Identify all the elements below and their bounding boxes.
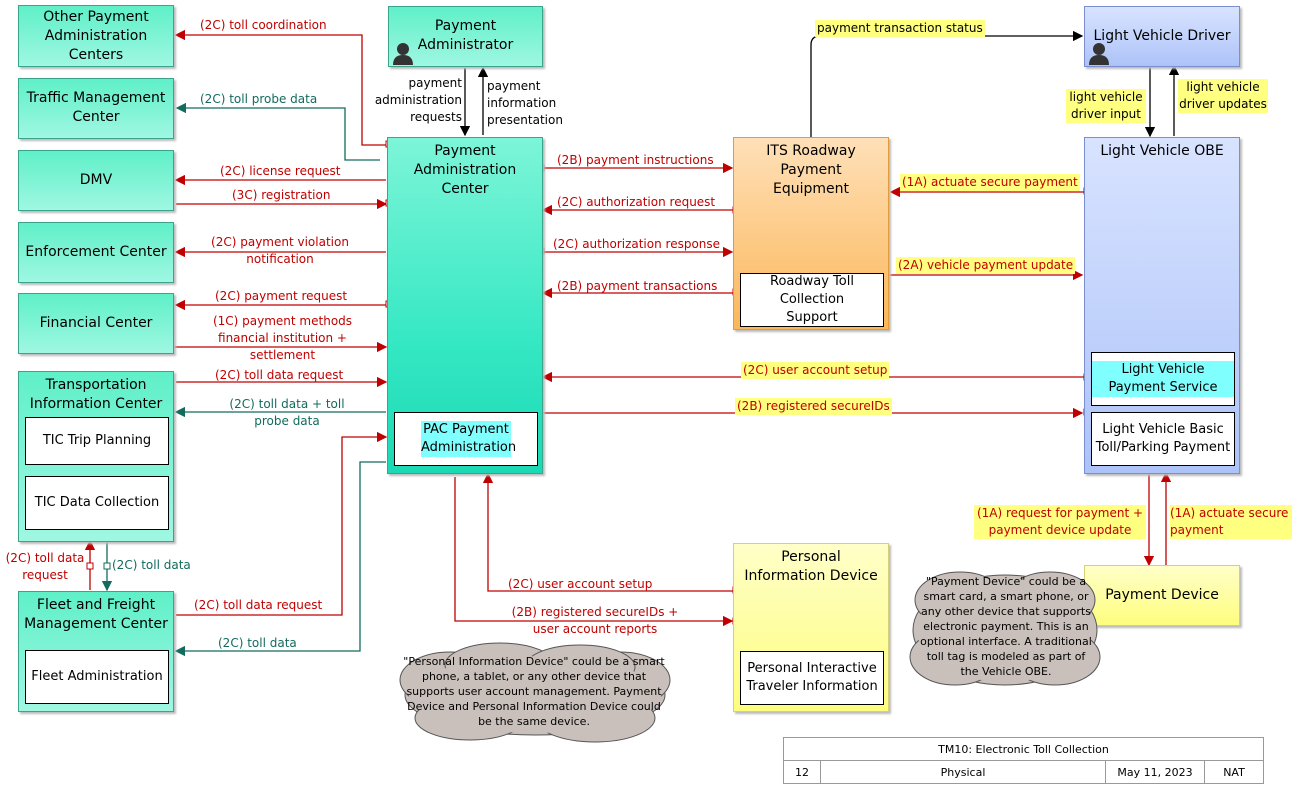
flow-payment-info-presentation: payment information presentation: [487, 79, 563, 127]
pid-sub-label: Personal Interactive Traveler Informatio…: [746, 661, 878, 694]
flow-registration: (3C) registration: [232, 188, 331, 202]
fleet-admin-label: Fleet Administration: [31, 669, 163, 684]
flow-registered-secureids-pid: (2B) registered secureIDs + user account…: [511, 605, 679, 636]
flow-payment-methods: (1C) payment methods financial instituti…: [212, 314, 353, 362]
dmv-label: DMV: [79, 172, 113, 188]
enforcement-label: Enforcement Center: [25, 244, 167, 260]
tic-trip-planning[interactable]: TIC Trip Planning: [25, 417, 169, 465]
title-block-number: 12: [783, 760, 821, 784]
pac-payment-administration[interactable]: PAC Payment Administration: [394, 412, 538, 466]
pid-note-text: "Personal Information Device" could be a…: [403, 655, 665, 728]
traffic-management-label: Traffic Management Center: [26, 90, 166, 125]
enforcement-center[interactable]: Enforcement Center: [18, 222, 174, 283]
flow-request-for-payment: (1A) request for payment + payment devic…: [974, 505, 1146, 539]
other-payment-admin-centers[interactable]: Other Payment Administration Centers: [18, 5, 174, 67]
flow-user-account-setup-lv: (2C) user account setup: [741, 362, 890, 379]
roadway-toll-collection-support[interactable]: Roadway Toll Collection Support: [740, 273, 884, 327]
pac-sub-label: PAC Payment Administration: [421, 421, 517, 457]
fleet-administration[interactable]: Fleet Administration: [25, 650, 169, 704]
flow-actuate-secure-payment: (1A) actuate secure payment: [900, 174, 1080, 191]
flow-toll-data-fleet-left: (2C) toll data: [112, 558, 191, 572]
flow-vehicle-payment-update: (2A) vehicle payment update: [896, 257, 1076, 274]
pd-note-text: "Payment Device" could be a smart card, …: [920, 575, 1092, 678]
payment-administrator-label: Payment Administrator: [417, 18, 514, 53]
payment-administration-center[interactable]: Payment Administration Center PAC Paymen…: [387, 137, 543, 474]
flow-toll-data-fleet: (2C) toll data: [218, 636, 297, 650]
payment-device-label: Payment Device: [1105, 587, 1219, 603]
tic-trip-label: TIC Trip Planning: [42, 433, 152, 448]
personal-interactive-traveler-information[interactable]: Personal Interactive Traveler Informatio…: [740, 651, 884, 705]
payment-administrator[interactable]: Payment Administrator: [388, 6, 543, 67]
flow-lv-driver-input: light vehicle driver input: [1066, 89, 1146, 123]
flow-registered-secureids-lv: (2B) registered secureIDs: [735, 398, 892, 415]
title-block-view: Physical: [820, 760, 1106, 784]
user-icon: [1089, 43, 1109, 65]
lv-basic-toll-label: Light Vehicle Basic Toll/Parking Payment: [1095, 422, 1231, 455]
tic-data-collection[interactable]: TIC Data Collection: [25, 476, 169, 530]
lv-payment-service-label: Light Vehicle Payment Service: [1092, 361, 1234, 397]
flow-actuate-secure-payment-pd: (1A) actuate secure payment: [1170, 505, 1292, 539]
title-block-org: NAT: [1204, 760, 1264, 784]
title-block: TM10: Electronic Toll Collection 12 Phys…: [783, 737, 1264, 784]
flow-authorization-response: (2C) authorization response: [553, 237, 721, 251]
flow-toll-probe-data: (2C) toll probe data: [200, 92, 318, 106]
flow-toll-data-request-fleet-left: (2C) toll data request: [5, 551, 85, 582]
flow-payment-violation: (2C) payment violation notification: [211, 235, 349, 266]
roadway-toll-label: Roadway Toll Collection Support: [770, 274, 854, 325]
light-vehicle-basic-toll-parking[interactable]: Light Vehicle Basic Toll/Parking Payment: [1091, 412, 1235, 466]
flow-toll-data-request-fleet: (2C) toll data request: [194, 598, 323, 612]
pid-label: Personal Information Device: [744, 549, 878, 584]
lv-obe-label: Light Vehicle OBE: [1100, 143, 1224, 159]
user-icon: [393, 43, 413, 65]
traffic-management-center[interactable]: Traffic Management Center: [18, 78, 174, 139]
light-vehicle-driver[interactable]: Light Vehicle Driver: [1084, 6, 1240, 67]
other-payment-admin-label: Other Payment Administration Centers: [43, 9, 149, 63]
flow-user-account-setup-pid: (2C) user account setup: [508, 577, 653, 591]
pid-note-cloud: [399, 642, 671, 743]
flow-payment-transaction-status: payment transaction status: [815, 20, 985, 37]
tic-data-label: TIC Data Collection: [34, 495, 160, 510]
dmv[interactable]: DMV: [18, 150, 174, 211]
fleet-label: Fleet and Freight Management Center: [24, 597, 168, 632]
financial-center[interactable]: Financial Center: [18, 293, 174, 354]
transportation-information-center[interactable]: Transportation Information Center TIC Tr…: [18, 371, 174, 542]
personal-information-device[interactable]: Personal Information Device Personal Int…: [733, 543, 889, 712]
flow-payment-request: (2C) payment request: [215, 289, 348, 303]
pd-note-cloud: [909, 571, 1101, 686]
fleet-freight-management-center[interactable]: Fleet and Freight Management Center Flee…: [18, 591, 174, 712]
title-block-date: May 11, 2023: [1105, 760, 1205, 784]
flow-toll-data-probe: (2C) toll data + toll probe data: [229, 397, 345, 428]
light-vehicle-payment-service[interactable]: Light Vehicle Payment Service: [1091, 352, 1235, 406]
flow-authorization-request: (2C) authorization request: [557, 195, 716, 209]
its-roadway-payment-equipment[interactable]: ITS Roadway Payment Equipment Roadway To…: [733, 137, 889, 330]
title-block-title: TM10: Electronic Toll Collection: [783, 737, 1264, 761]
flow-lv-driver-updates: light vehicle driver updates: [1178, 79, 1268, 113]
flow-toll-data-request-tic: (2C) toll data request: [215, 368, 344, 382]
lv-driver-label: Light Vehicle Driver: [1093, 28, 1231, 44]
tic-label: Transportation Information Center: [29, 377, 163, 412]
payment-device[interactable]: Payment Device: [1084, 565, 1240, 626]
financial-label: Financial Center: [39, 315, 153, 331]
pac-label: Payment Administration Center: [413, 143, 517, 197]
its-roadway-label: ITS Roadway Payment Equipment: [766, 143, 856, 197]
flow-payment-admin-requests: payment administration requests: [374, 76, 462, 124]
flow-license-request: (2C) license request: [220, 164, 341, 178]
flow-payment-transactions: (2B) payment transactions: [557, 279, 718, 293]
flow-toll-coordination: (2C) toll coordination: [200, 18, 327, 32]
flow-payment-instructions: (2B) payment instructions: [557, 153, 714, 167]
light-vehicle-obe[interactable]: Light Vehicle OBE Light Vehicle Payment …: [1084, 137, 1240, 474]
